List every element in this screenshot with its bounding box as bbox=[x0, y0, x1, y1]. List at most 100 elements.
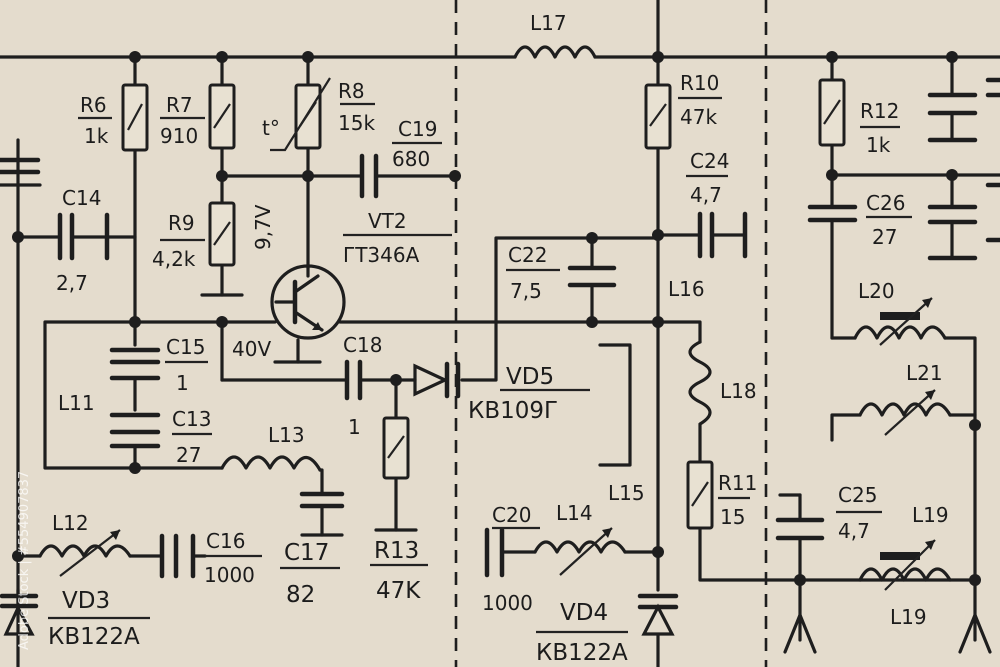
label-vt2-type: ГТ346А bbox=[343, 243, 420, 267]
label-c26-value: 27 bbox=[872, 225, 897, 249]
capacitor-c15 bbox=[109, 347, 161, 381]
label-c15: C15 bbox=[166, 335, 205, 359]
label-vd3: VD3 bbox=[62, 588, 110, 614]
label-l19-bottom: L19 bbox=[890, 605, 927, 629]
label-l13: L13 bbox=[268, 423, 305, 447]
component-labels: R6 1k R7 910 R8 15k t° C19 680 R9 4,2k C… bbox=[48, 11, 949, 666]
label-c13-value: 27 bbox=[176, 443, 201, 467]
resistor-r9 bbox=[208, 201, 236, 267]
inductor-l18 bbox=[688, 340, 712, 426]
capacitor-c20 bbox=[484, 527, 505, 578]
label-l16: L16 bbox=[668, 277, 705, 301]
capacitor-c22 bbox=[567, 265, 617, 288]
label-c18-value: 1 bbox=[348, 415, 361, 439]
resistor-r8-thermistor bbox=[270, 77, 331, 152]
label-c25-value: 4,7 bbox=[838, 519, 870, 543]
label-c17-value: 82 bbox=[286, 582, 315, 608]
inductor-l13 bbox=[220, 455, 322, 472]
label-l12: L12 bbox=[52, 511, 89, 535]
label-r10: R10 bbox=[680, 71, 719, 95]
label-c25: C25 bbox=[838, 483, 877, 507]
diodes bbox=[0, 361, 679, 636]
resistor-r6 bbox=[121, 83, 149, 152]
label-l11: L11 bbox=[58, 391, 95, 415]
resistors bbox=[121, 77, 846, 530]
label-c14: C14 bbox=[62, 186, 101, 210]
label-c16-value: 1000 bbox=[204, 563, 255, 587]
label-r10-value: 47k bbox=[680, 105, 717, 129]
inductors bbox=[38, 45, 952, 591]
resistor-r11 bbox=[686, 460, 714, 530]
label-l19-top: L19 bbox=[912, 503, 949, 527]
capacitor-c18 bbox=[344, 359, 363, 401]
inductor-l14 bbox=[533, 540, 627, 554]
label-vd4: VD4 bbox=[560, 600, 608, 626]
label-r7: R7 bbox=[166, 93, 193, 117]
label-c24-value: 4,7 bbox=[690, 183, 722, 207]
label-r11-value: 15 bbox=[720, 505, 745, 529]
capacitor-c19 bbox=[359, 153, 379, 199]
inductor-l19 bbox=[858, 567, 952, 582]
label-c17: C17 bbox=[284, 540, 329, 566]
label-r13-value: 47K bbox=[376, 578, 421, 604]
label-r12-value: 1k bbox=[866, 133, 891, 157]
label-l14: L14 bbox=[556, 501, 593, 525]
label-c18: C18 bbox=[343, 333, 382, 357]
resistor-r13 bbox=[382, 416, 410, 480]
label-c13: C13 bbox=[172, 407, 211, 431]
label-r8-thermal: t° bbox=[262, 116, 280, 140]
resistor-r10 bbox=[644, 83, 672, 150]
label-l18: L18 bbox=[720, 379, 757, 403]
label-c22-value: 7,5 bbox=[510, 279, 542, 303]
capacitor-c14 bbox=[57, 212, 110, 261]
label-c20-value: 1000 bbox=[482, 591, 533, 615]
inductor-l17 bbox=[513, 45, 597, 59]
label-r9-value: 4,2k bbox=[152, 247, 196, 271]
label-c22: C22 bbox=[508, 243, 547, 267]
capacitor-c26 bbox=[807, 204, 978, 261]
label-r6-value: 1k bbox=[84, 124, 109, 148]
label-l17: L17 bbox=[530, 11, 567, 35]
label-c19: C19 bbox=[398, 117, 437, 141]
capacitor-c25 bbox=[775, 517, 825, 541]
resistor-r7 bbox=[208, 83, 236, 150]
label-r11: R11 bbox=[718, 471, 757, 495]
diode-vd3 bbox=[0, 593, 39, 636]
label-r12: R12 bbox=[860, 99, 899, 123]
label-l20: L20 bbox=[858, 279, 895, 303]
label-r13: R13 bbox=[374, 538, 419, 564]
label-underlines bbox=[48, 96, 912, 634]
label-r8: R8 bbox=[338, 79, 365, 103]
capacitor-c24 bbox=[697, 211, 748, 259]
diode-vd5 bbox=[413, 361, 461, 399]
label-l21: L21 bbox=[906, 361, 943, 385]
inductor-l21 bbox=[858, 402, 952, 417]
diode-vd4 bbox=[637, 593, 679, 636]
stock-watermark: Adobe Stock | #554907837 bbox=[17, 471, 32, 650]
capacitor-c17 bbox=[299, 491, 345, 509]
label-r7-value: 910 bbox=[160, 124, 198, 148]
label-c16: C16 bbox=[206, 529, 245, 553]
label-c26: C26 bbox=[866, 191, 905, 215]
label-vd4-type: КВ122А bbox=[536, 640, 628, 666]
label-voltage-9-7v: 9,7V bbox=[251, 204, 275, 250]
label-c24: C24 bbox=[690, 149, 729, 173]
capacitors bbox=[0, 77, 1000, 579]
label-vd3-type: КВ122А bbox=[48, 624, 140, 650]
label-c19-value: 680 bbox=[392, 147, 430, 171]
capacitor-c16 bbox=[159, 533, 196, 579]
block-boundaries bbox=[454, 0, 768, 667]
capacitor-top-right bbox=[927, 77, 1000, 243]
junction-dots bbox=[12, 51, 981, 586]
label-r9: R9 bbox=[168, 211, 195, 235]
label-vd5: VD5 bbox=[506, 364, 554, 390]
label-c14-value: 2,7 bbox=[56, 271, 88, 295]
inductor-l12 bbox=[38, 544, 132, 558]
resistor-r12 bbox=[818, 78, 846, 147]
label-l15: L15 bbox=[608, 481, 645, 505]
label-c15-value: 1 bbox=[176, 371, 189, 395]
label-voltage-40v: 40V bbox=[232, 337, 271, 361]
transistor-vt2 bbox=[270, 264, 346, 340]
label-vd5-type: КВ109Г bbox=[468, 398, 558, 424]
